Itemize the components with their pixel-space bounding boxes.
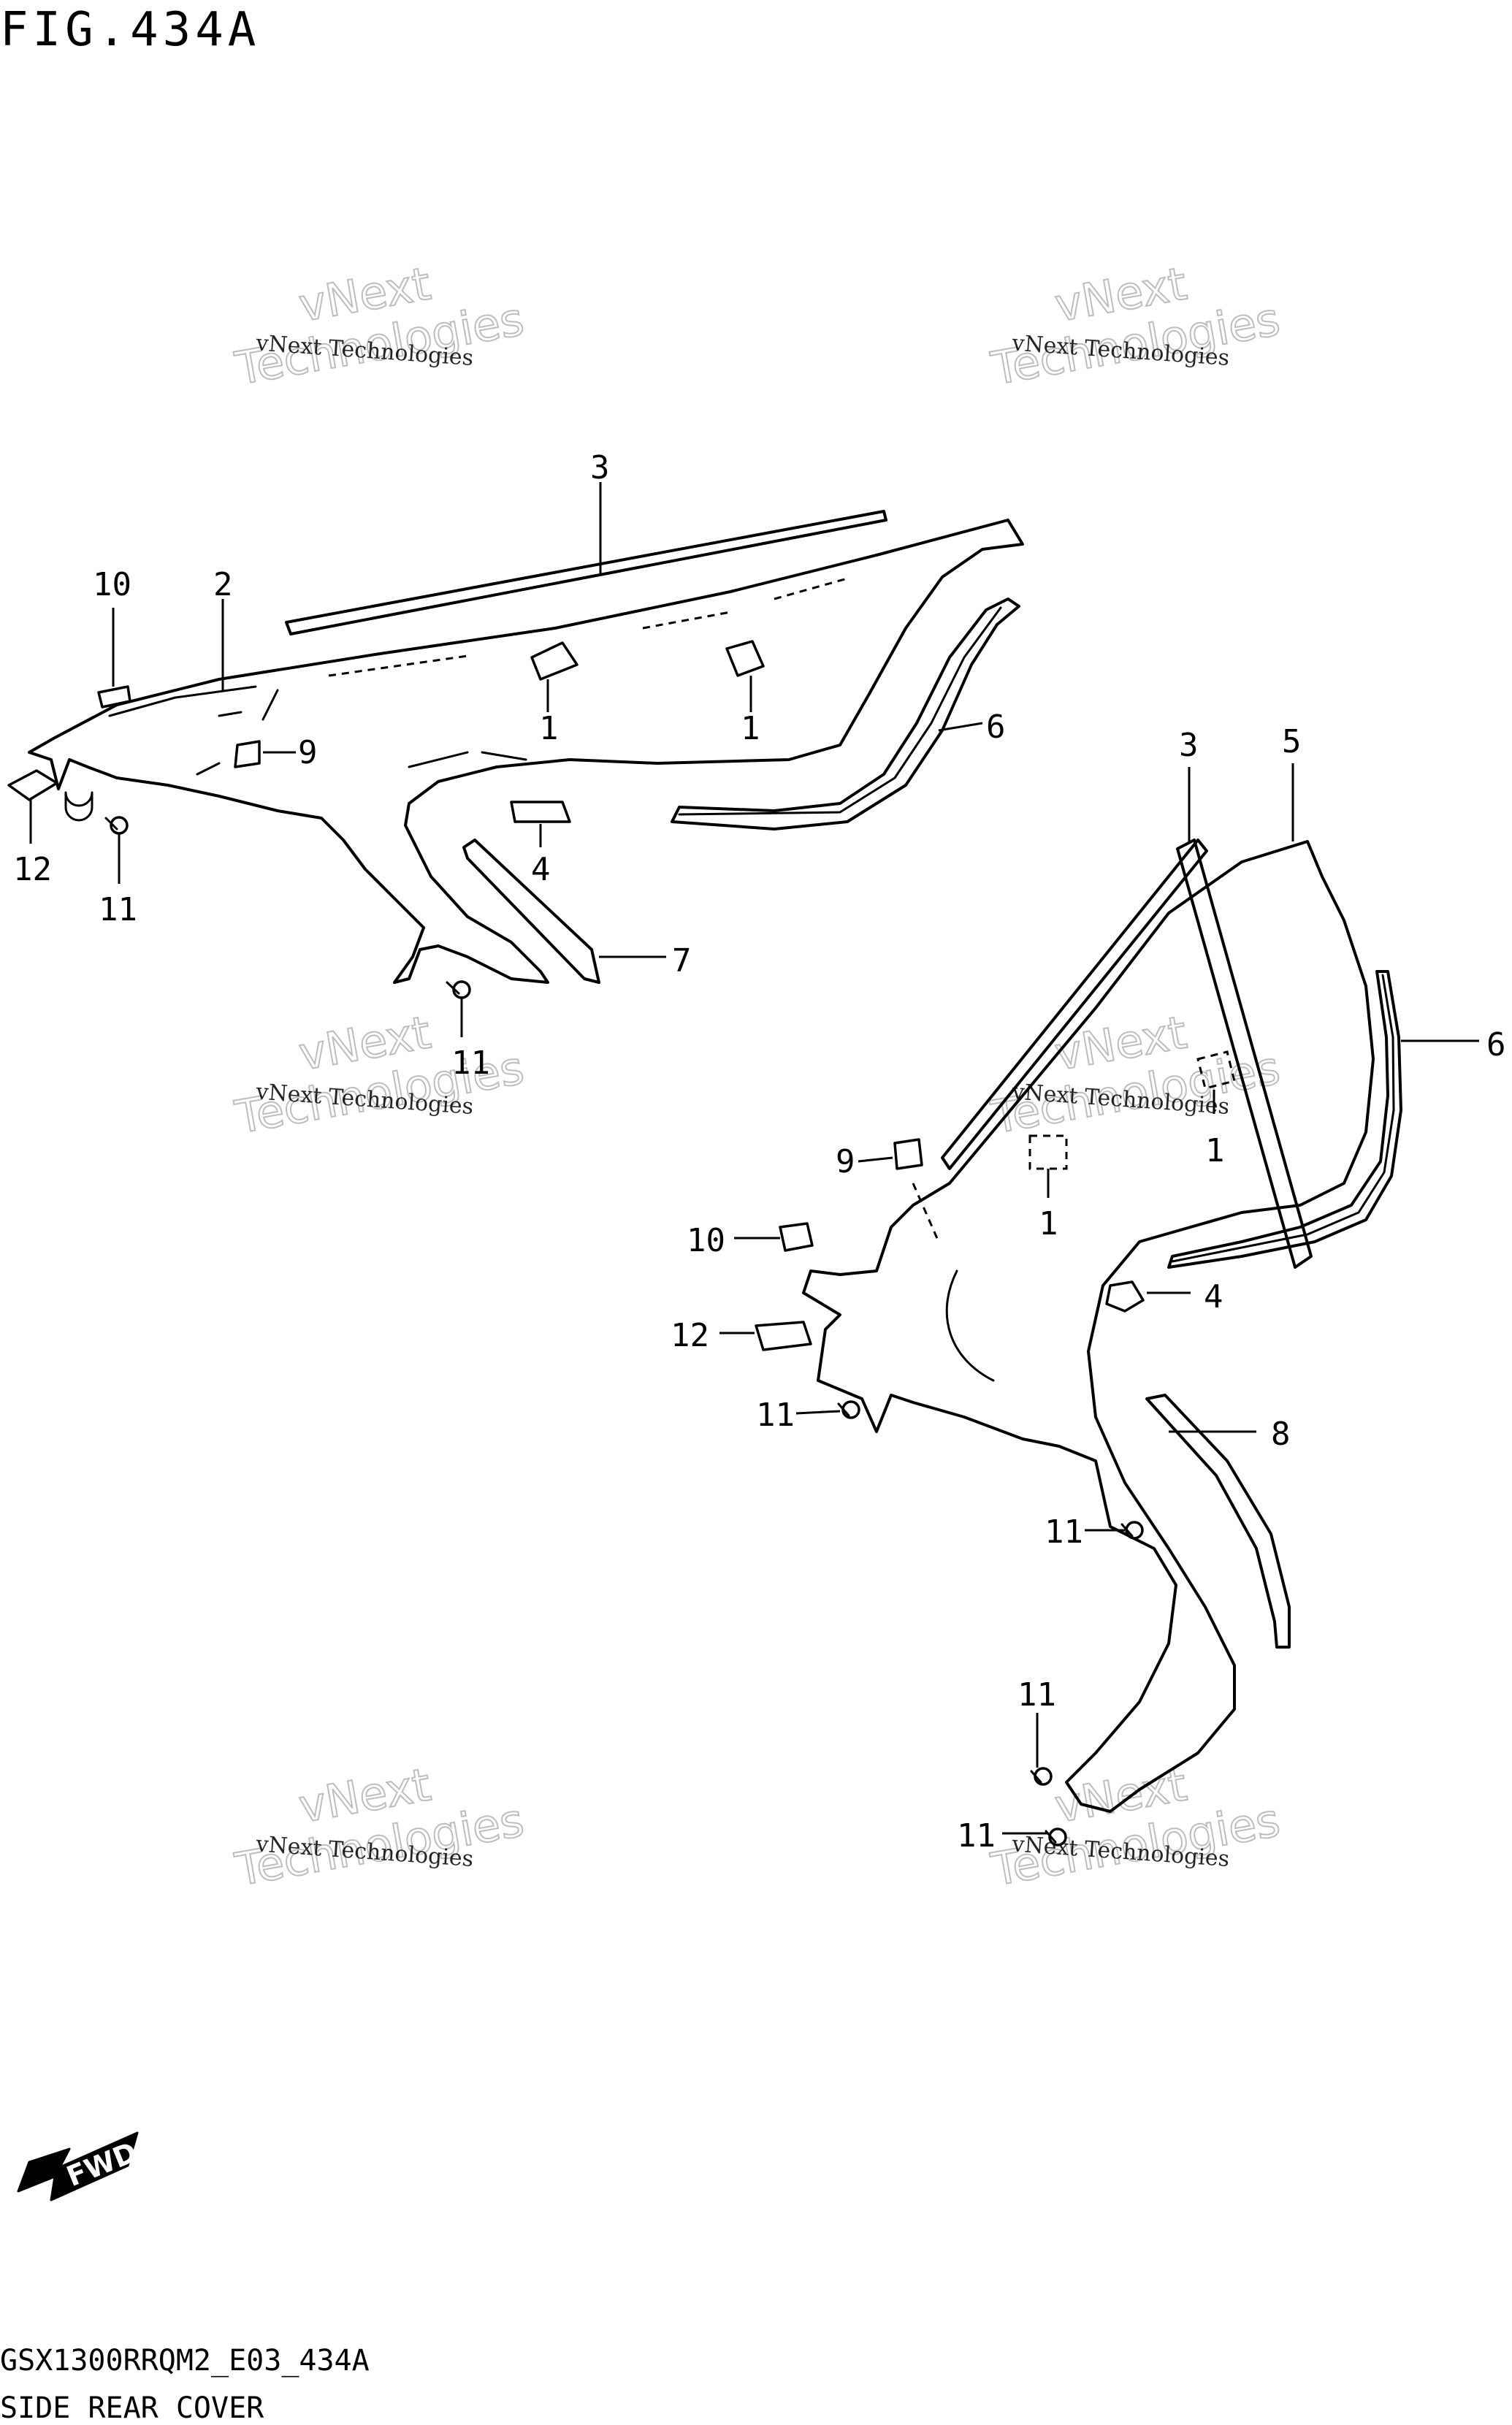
part-11-screw bbox=[1030, 1767, 1053, 1786]
callout-4: 4 bbox=[531, 851, 551, 888]
figure-code: GSX1300RRQM2_E03_434A bbox=[0, 2344, 370, 2378]
watermark: vNext Technologies vNext Technologies bbox=[230, 256, 528, 396]
watermark-group: vNext Technologies vNext Technologies vN… bbox=[230, 256, 1284, 1897]
callout-5: 5 bbox=[1282, 723, 1302, 760]
part-4-pad bbox=[1105, 1280, 1145, 1313]
part-1-pad-hidden bbox=[1196, 1050, 1236, 1090]
callout-1: 1 bbox=[741, 710, 760, 747]
callout-4: 4 bbox=[1204, 1278, 1223, 1315]
leader-lines bbox=[29, 482, 1479, 1835]
figure-name: SIDE REAR COVER bbox=[0, 2391, 264, 2425]
callout-10: 10 bbox=[93, 566, 131, 603]
part-11-screw bbox=[1120, 1521, 1144, 1540]
part-1-pad bbox=[725, 640, 765, 677]
part-10-nut bbox=[97, 685, 131, 709]
part-11-screw bbox=[837, 1400, 860, 1419]
callout-11: 11 bbox=[756, 1397, 795, 1434]
part-2-cutout bbox=[64, 791, 93, 822]
callout-8: 8 bbox=[1271, 1416, 1291, 1453]
part-11-screw bbox=[104, 816, 129, 835]
callout-2: 2 bbox=[213, 566, 233, 603]
part-2-side-cover bbox=[28, 519, 1024, 984]
part-9-clip bbox=[234, 740, 261, 768]
part-7-strip bbox=[462, 839, 600, 984]
part-4-pad bbox=[510, 801, 571, 823]
callout-6: 6 bbox=[986, 709, 1006, 746]
part-6-seal-inner bbox=[678, 606, 1002, 816]
part-9-clip bbox=[893, 1138, 923, 1170]
callout-3: 3 bbox=[1179, 727, 1199, 764]
callout-6: 6 bbox=[1486, 1026, 1506, 1063]
callout-11: 11 bbox=[99, 891, 137, 928]
callout-11: 11 bbox=[1017, 1676, 1056, 1714]
part-6-seal-inner bbox=[1171, 974, 1395, 1263]
part-1-pad bbox=[530, 641, 579, 681]
part-3-trim-strip bbox=[1176, 839, 1313, 1269]
callout-11: 11 bbox=[1045, 1513, 1083, 1551]
callout-9: 9 bbox=[836, 1143, 855, 1180]
callout-12: 12 bbox=[13, 851, 52, 888]
callout-1: 1 bbox=[539, 710, 559, 747]
part-6-seal bbox=[671, 597, 1020, 830]
callout-11: 11 bbox=[957, 1817, 996, 1855]
part-2-inner-edge bbox=[328, 577, 848, 677]
part-2-inner-edge bbox=[108, 685, 257, 717]
fwd-label: FWD bbox=[62, 2136, 142, 2193]
part-12-cushion bbox=[755, 1321, 812, 1351]
watermark: vNext Technologies vNext Technologies bbox=[986, 256, 1284, 396]
part-5-side-cover bbox=[802, 840, 1375, 1813]
callout-labels: 3 2 10 1 1 6 9 4 7 12 11 11 3 5 6 1 1 9 … bbox=[13, 449, 1506, 1855]
callout-10: 10 bbox=[687, 1222, 725, 1259]
fwd-arrow-icon bbox=[17, 2131, 139, 2201]
callout-9: 9 bbox=[298, 734, 318, 771]
callout-1: 1 bbox=[1039, 1205, 1058, 1242]
part-1-pad-hidden bbox=[1028, 1134, 1068, 1170]
callout-3: 3 bbox=[590, 449, 610, 486]
callout-11: 11 bbox=[451, 1045, 490, 1082]
part-12-cushion bbox=[7, 769, 58, 801]
left-side-cover-assembly bbox=[7, 510, 1024, 999]
part-3-trim-strip bbox=[285, 510, 887, 635]
right-side-cover-assembly bbox=[755, 839, 1402, 1847]
part-5-contour bbox=[945, 1269, 995, 1382]
figure-title: FIG.434A bbox=[0, 3, 260, 57]
callout-1: 1 bbox=[1205, 1132, 1225, 1169]
part-3-trim-strip bbox=[941, 839, 1208, 1170]
part-10-nut bbox=[779, 1222, 814, 1252]
fwd-direction-arrow: FWD bbox=[17, 2131, 142, 2201]
part-8-strip bbox=[1145, 1394, 1291, 1649]
part-2-rib bbox=[196, 689, 527, 776]
callout-12: 12 bbox=[671, 1317, 709, 1354]
part-6-seal bbox=[1167, 970, 1402, 1269]
watermark: vNext Technologies vNext Technologies bbox=[986, 1757, 1284, 1897]
part-11-screw bbox=[446, 980, 471, 999]
part-5-dashed-guide bbox=[912, 1183, 940, 1242]
callout-7: 7 bbox=[672, 942, 692, 979]
watermark: vNext Technologies vNext Technologies bbox=[230, 1757, 528, 1897]
